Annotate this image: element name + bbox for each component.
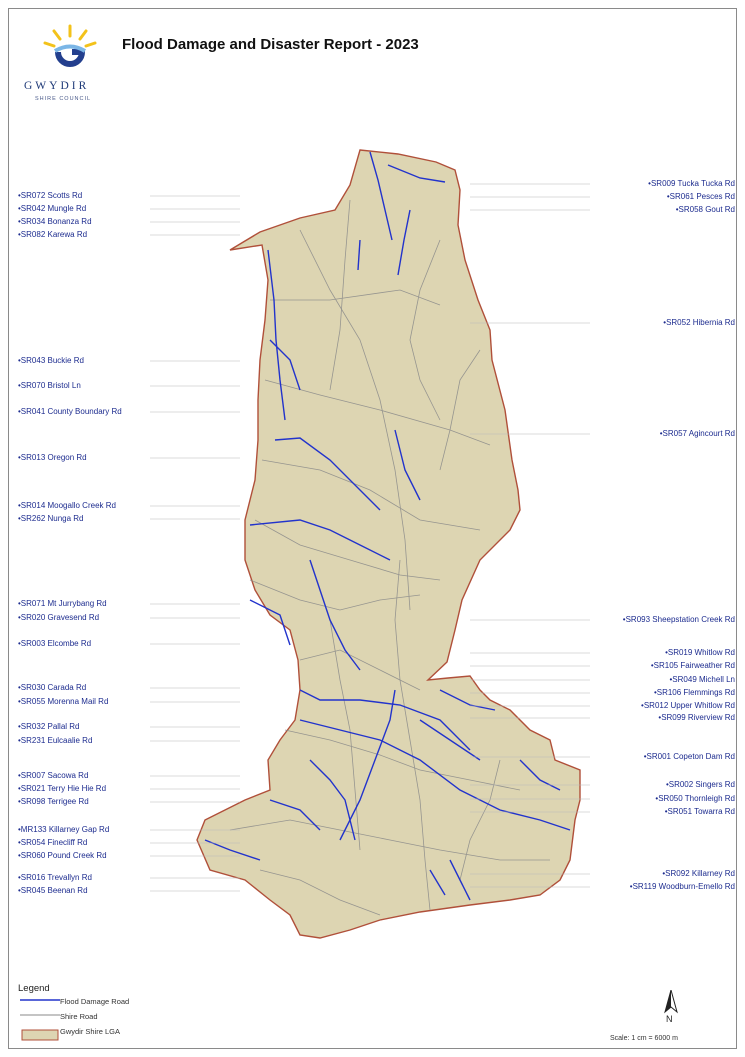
shire-road	[459, 759, 501, 881]
flood-damage-road	[204, 839, 261, 861]
road-label-right: •SR119 Woodburn-Emello Rd	[629, 882, 735, 891]
flood-damage-road	[449, 859, 471, 901]
shire-road	[329, 619, 361, 851]
road-label-left: •SR041 County Boundary Rd	[18, 407, 122, 416]
road-label-left: •SR014 Moogallo Creek Rd	[18, 501, 116, 510]
road-label-right: •SR002 Singers Rd	[665, 780, 735, 789]
road-label-right: •SR058 Gout Rd	[675, 205, 735, 214]
road-label-left: •SR098 Terrigee Rd	[18, 797, 89, 806]
road-label-right: •SR052 Hibernia Rd	[663, 318, 735, 327]
road-label-right: •SR093 Sheepstation Creek Rd	[622, 615, 735, 624]
flood-damage-road	[309, 559, 361, 671]
road-label-right: •SR012 Upper Whitlow Rd	[641, 701, 735, 710]
flood-damage-road	[387, 164, 446, 183]
flood-damage-road	[429, 869, 446, 896]
road-label-left: •SR020 Gravesend Rd	[18, 613, 100, 622]
road-label-left: •SR082 Karewa Rd	[18, 230, 88, 239]
road-label-right: •SR049 Michell Ln	[669, 675, 736, 684]
road-label-left: •SR042 Mungle Rd	[18, 204, 87, 213]
road-label-left: •SR021 Terry Hie Hie Rd	[18, 784, 107, 793]
flood-damage-road	[369, 151, 393, 241]
road-label-right: •SR061 Pesces Rd	[666, 192, 735, 201]
flood-damage-road	[439, 689, 496, 711]
shire-road	[259, 869, 381, 916]
road-label-right: •SR057 Agincourt Rd	[659, 429, 735, 438]
road-label-left: •SR034 Bonanza Rd	[18, 217, 92, 226]
gwydir-logo-icon	[43, 24, 97, 67]
road-label-right: •SR106 Flemmings Rd	[653, 688, 735, 697]
road-label-right: •SR019 Whitlow Rd	[665, 648, 735, 657]
shire-road	[329, 199, 351, 391]
road-label-left: •SR055 Morenna Mail Rd	[18, 697, 109, 706]
shire-road	[439, 349, 481, 471]
flood-damage-road	[357, 239, 361, 271]
shire-road	[264, 379, 491, 446]
flood-damage-road	[394, 429, 421, 501]
shire-road	[229, 819, 550, 861]
flood-damage-road	[299, 719, 571, 831]
flood-damage-road	[519, 759, 561, 791]
flood-damage-road	[419, 719, 481, 761]
flood-damage-road	[274, 437, 381, 511]
road-label-left: •MR133 Killarney Gap Rd	[18, 825, 110, 834]
lga-boundary	[196, 149, 581, 939]
flood-damage-road	[339, 689, 396, 841]
road-label-left: •SR007 Sacowa Rd	[18, 771, 89, 780]
flood-damage-road	[299, 689, 471, 751]
shire-road	[249, 579, 421, 611]
legend-item-lga: Gwydir Shire LGA	[60, 1027, 121, 1036]
flood-damage-road	[397, 209, 411, 276]
flood-damage-road	[267, 249, 286, 421]
road-label-left: •SR060 Pound Creek Rd	[18, 851, 107, 860]
shire-road	[299, 229, 411, 611]
shire-road	[284, 729, 521, 791]
flood-damage-road	[269, 339, 301, 391]
road-label-left: •SR032 Pallal Rd	[18, 722, 80, 731]
road-label-left: •SR231 Eulcaalie Rd	[18, 736, 93, 745]
road-label-left: •SR072 Scotts Rd	[18, 191, 83, 200]
road-label-right: •SR092 Killarney Rd	[662, 869, 735, 878]
road-label-right: •SR050 Thornleigh Rd	[655, 794, 735, 803]
road-label-left: •SR054 Finecliff Rd	[18, 838, 88, 847]
shire-road	[261, 459, 481, 531]
flood-damage-road	[249, 599, 291, 646]
legend-symbols	[20, 999, 60, 1041]
shire-road	[270, 289, 441, 306]
logo-wordmark: GWYDIR	[24, 80, 90, 92]
flood-damage-road	[269, 799, 321, 831]
road-label-right: •SR051 Towarra Rd	[664, 807, 735, 816]
road-label-left: •SR043 Buckie Rd	[18, 356, 84, 365]
road-label-right: •SR099 Riverview Rd	[658, 713, 735, 722]
flood-damage-road	[309, 759, 356, 841]
logo-subtitle: SHIRE COUNCIL	[35, 96, 92, 102]
road-label-left: •SR262 Nunga Rd	[18, 514, 84, 523]
north-arrow-icon	[664, 990, 678, 1014]
road-label-left: •SR045 Beenan Rd	[18, 886, 88, 895]
road-label-left: •SR071 Mt Jurrybang Rd	[18, 599, 107, 608]
report-title: Flood Damage and Disaster Report - 2023	[122, 36, 419, 53]
legend-item-shire-road: Shire Road	[60, 1012, 98, 1021]
shire-road	[394, 559, 431, 911]
road-label-right: •SR001 Copeton Dam Rd	[643, 752, 735, 761]
road-label-left: •SR030 Carada Rd	[18, 683, 87, 692]
legend-lga-symbol	[21, 1029, 59, 1041]
road-label-left: •SR016 Trevallyn Rd	[18, 873, 92, 882]
road-label-left: •SR070 Bristol Ln	[18, 381, 81, 390]
flood-damage-road	[249, 519, 391, 561]
shire-road	[254, 519, 441, 581]
road-label-right: •SR009 Tucka Tucka Rd	[648, 179, 735, 188]
north-label: N	[666, 1014, 673, 1024]
shire-road	[409, 239, 441, 421]
legend-title: Legend	[18, 983, 50, 994]
road-label-left: •SR003 Elcombe Rd	[18, 639, 92, 648]
legend-item-flood-road: Flood Damage Road	[60, 997, 130, 1006]
scale-text: Scale: 1 cm = 6000 m	[610, 1035, 678, 1042]
road-label-right: •SR105 Fairweather Rd	[650, 661, 735, 670]
road-label-left: •SR013 Oregon Rd	[18, 453, 87, 462]
